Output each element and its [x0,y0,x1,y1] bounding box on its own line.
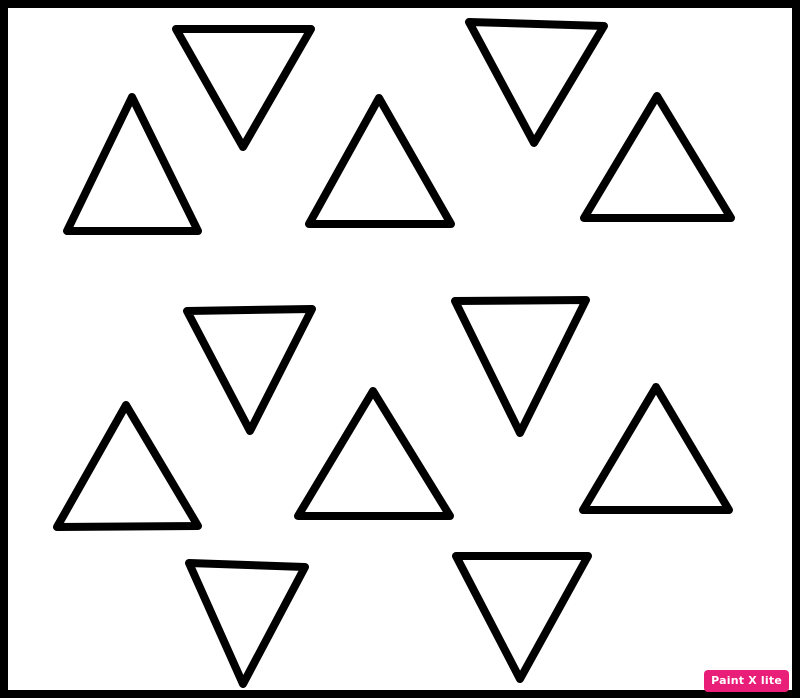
triangle-up-6 [579,383,733,514]
triangle-down-4 [451,296,590,437]
triangle-down-6 [452,552,592,683]
triangle-up-1 [63,93,202,235]
paint-x-lite-watermark: Paint X lite [704,670,789,692]
triangle-up-2 [305,94,455,228]
triangle-down-3 [183,305,316,435]
triangle-up-3 [580,92,735,222]
triangle-down-2 [465,18,608,147]
triangle-down-5 [185,559,309,688]
triangle-up-5 [294,387,454,520]
triangle-up-4 [53,401,202,531]
triangle-down-1 [172,25,315,151]
